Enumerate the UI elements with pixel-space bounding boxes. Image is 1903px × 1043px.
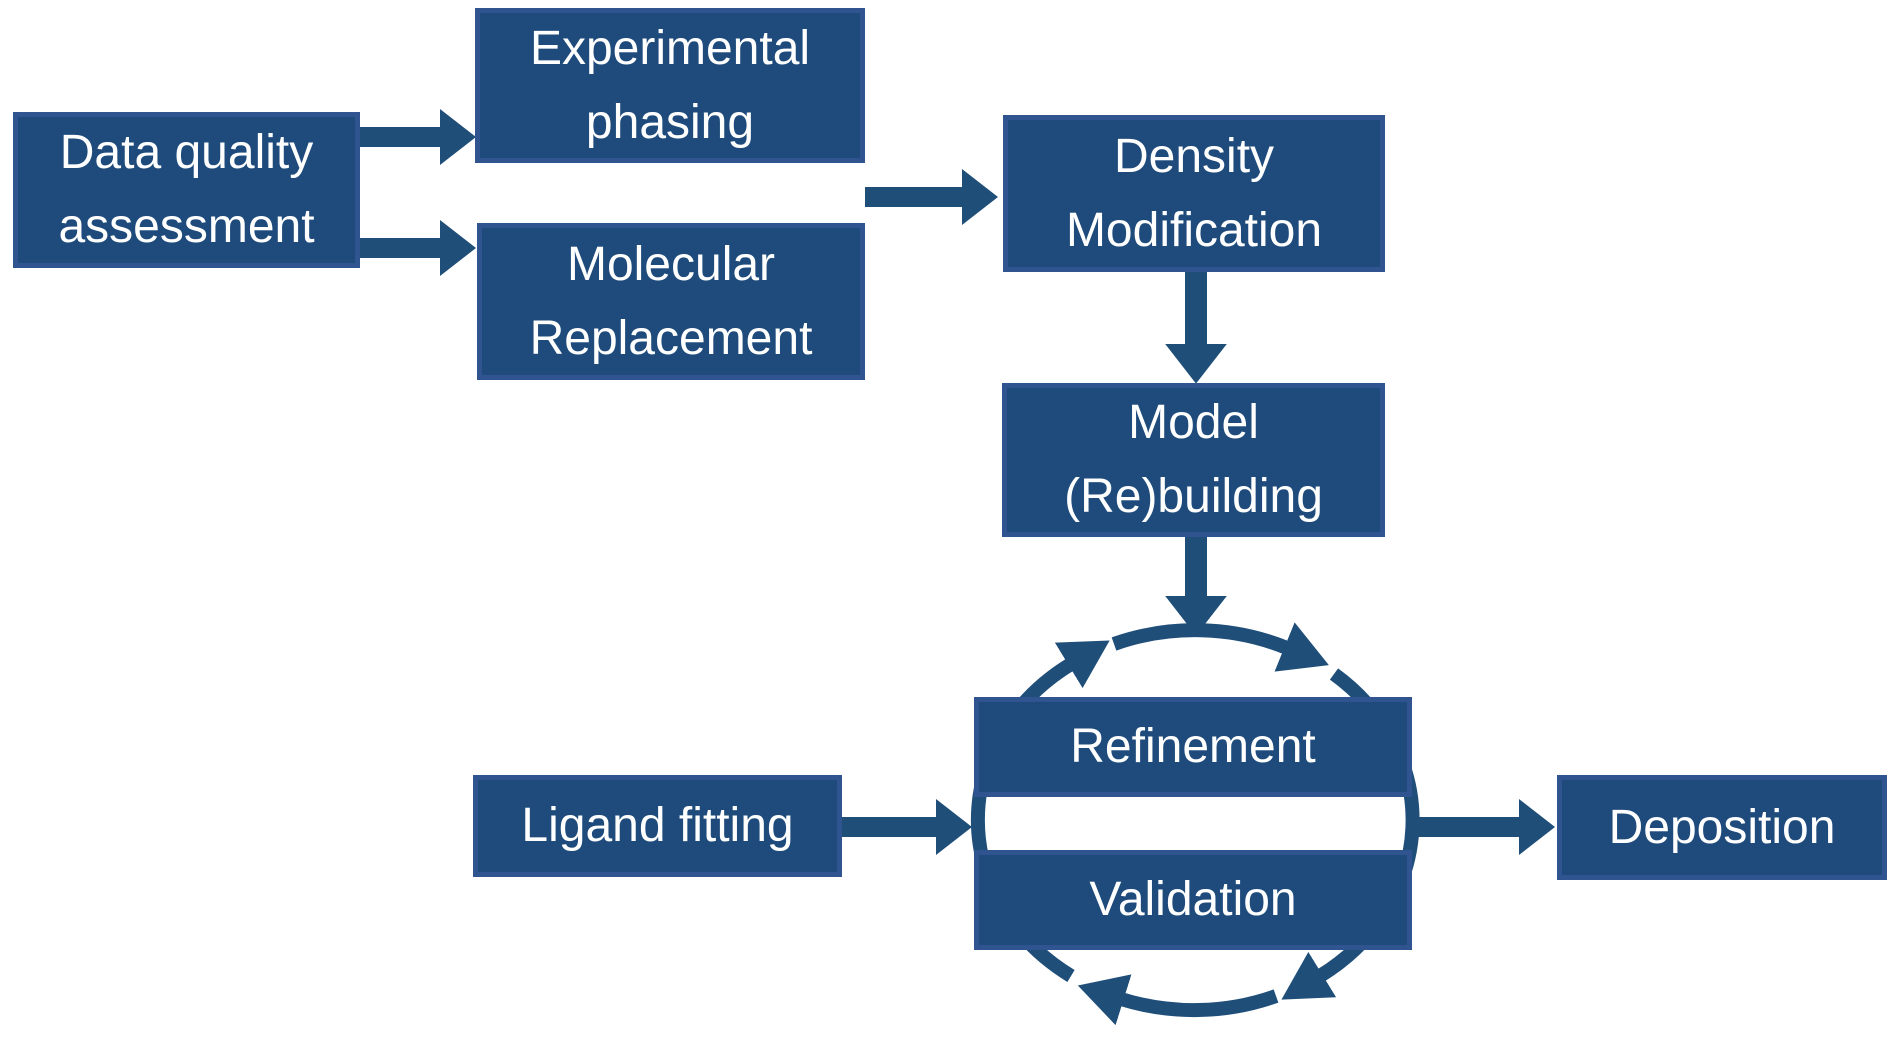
node-density-modification: Density Modification: [1003, 115, 1385, 272]
node-label: Data quality assessment: [58, 126, 315, 253]
cycle-arc-bottom: [1077, 974, 1279, 1026]
node-ligand-fitting: Ligand fitting: [473, 775, 842, 877]
node-experimental-phasing: Experimental phasing: [475, 8, 865, 163]
node-label: Model (Re)building: [1064, 396, 1323, 523]
node-data-quality-assessment: Data quality assessment: [13, 112, 360, 268]
node-label: Deposition: [1608, 800, 1836, 854]
node-label: Molecular Replacement: [529, 237, 813, 365]
node-label: Ligand fitting: [521, 799, 794, 852]
node-deposition: Deposition: [1557, 775, 1887, 880]
node-validation: Validation: [974, 850, 1412, 950]
node-label: Density Modification: [1065, 129, 1323, 257]
node-refinement: Refinement: [974, 697, 1412, 797]
node-label: Validation: [1089, 873, 1297, 926]
node-model-rebuilding: Model (Re)building: [1002, 383, 1385, 537]
cycle-arc-top: [1111, 622, 1329, 672]
node-label: Experimental phasing: [529, 21, 811, 149]
node-molecular-replacement: Molecular Replacement: [477, 223, 865, 380]
node-label: Refinement: [1070, 720, 1316, 773]
